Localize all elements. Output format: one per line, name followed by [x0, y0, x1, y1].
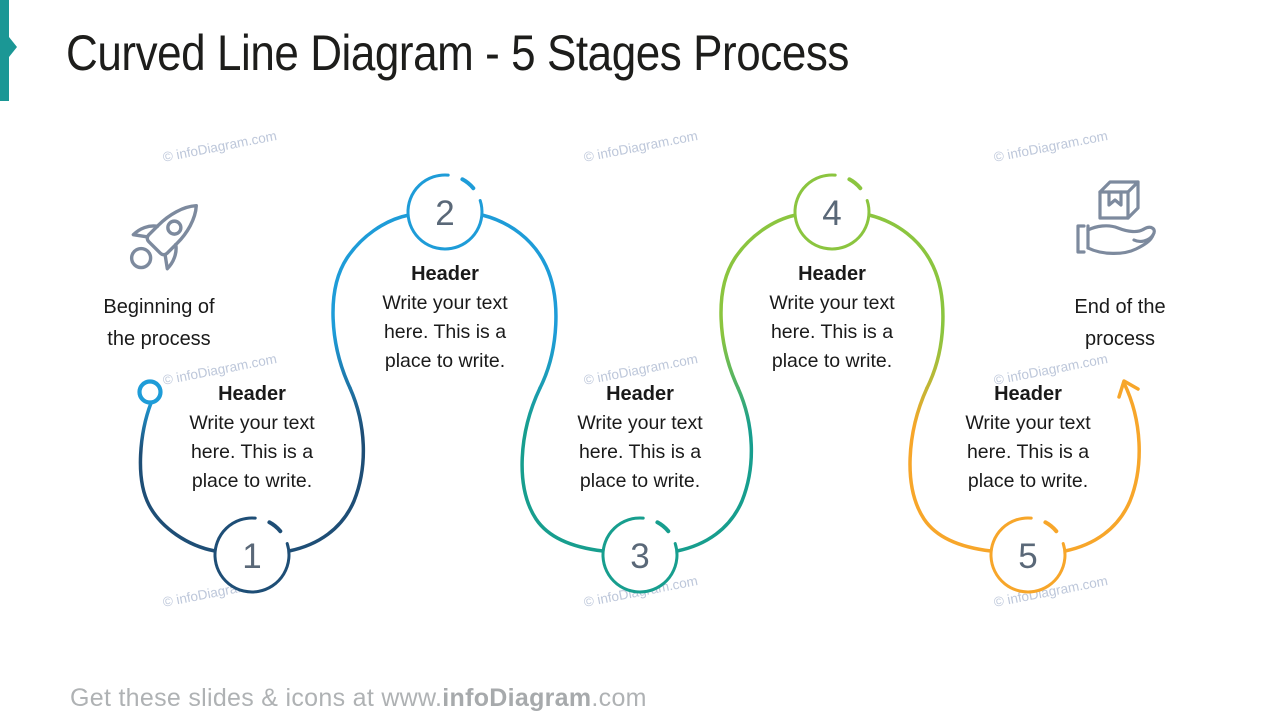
- curve-segment-4-left: [719, 213, 798, 390]
- stage-4-badge: 4: [793, 173, 871, 251]
- curve-segment-5-left: [908, 386, 993, 553]
- curve-segment-2-left: [331, 213, 411, 390]
- footer-suffix: .com: [591, 684, 647, 712]
- rocket-icon: [129, 204, 198, 271]
- stage-1-header: Header: [218, 383, 286, 405]
- stage-3-header: Header: [606, 383, 674, 405]
- stage-1-number: 1: [242, 537, 261, 576]
- stage-5-body: Write your text here. This is a place to…: [965, 412, 1091, 492]
- stage-3-body: Write your text here. This is a place to…: [577, 412, 703, 492]
- stage-1-badge: 1: [213, 516, 291, 594]
- stage-2-badge: 2: [406, 173, 484, 251]
- stage-4-body: Write your text here. This is a place to…: [769, 292, 895, 372]
- footer-prefix: Get these slides & icons at www.: [70, 684, 443, 712]
- stage-5-badge-dash: [1043, 520, 1059, 534]
- stage-5-badge-ring: [989, 516, 1067, 594]
- delivery-hand-icon: [1076, 180, 1156, 255]
- stage-2-badge-dash: [460, 177, 476, 191]
- stage-3-badge-ring: [601, 516, 679, 594]
- curve-segment-4-right: [867, 213, 945, 390]
- stage-4-badge-ring: [793, 173, 871, 251]
- footer-text: Get these slides & icons at www.infoDiag…: [70, 684, 647, 713]
- stage-2-body: Write your text here. This is a place to…: [382, 292, 508, 372]
- stage-4-number: 4: [822, 194, 841, 233]
- curve-segment-1-left: [138, 401, 217, 553]
- stage-2-badge-ring: [406, 173, 484, 251]
- stage-3-text: Header Write your text here. This is a p…: [545, 380, 735, 496]
- curve-segment-1-right: [287, 386, 366, 553]
- stage-5-text: Header Write your text here. This is a p…: [933, 380, 1123, 496]
- stage-5-number: 5: [1018, 537, 1037, 576]
- process-curve: [138, 213, 1141, 553]
- stage-3-number: 3: [630, 537, 649, 576]
- stage-4-badge-dash: [847, 177, 863, 191]
- stage-2-header: Header: [411, 263, 479, 285]
- arrow-head-icon: [1117, 379, 1140, 399]
- stage-5-header: Header: [994, 383, 1062, 405]
- curve-segment-3-left: [520, 386, 605, 553]
- footer-brand: infoDiagram: [442, 684, 592, 712]
- stage-5-badge: 5: [989, 516, 1067, 594]
- stage-3-badge: 3: [601, 516, 679, 594]
- start-marker-circle: [137, 379, 163, 405]
- stage-4-text: Header Write your text here. This is a p…: [737, 260, 927, 376]
- curve-segment-3-right: [675, 386, 754, 553]
- stage-1-badge-ring: [213, 516, 291, 594]
- stage-1-text: Header Write your text here. This is a p…: [157, 380, 347, 496]
- page-title: Curved Line Diagram - 5 Stages Process: [66, 25, 849, 81]
- end-label: End of the process: [1074, 296, 1166, 350]
- curve-segment-5-right: [1063, 381, 1141, 553]
- stage-1-body: Write your text here. This is a place to…: [189, 412, 315, 492]
- stage-2-number: 2: [435, 194, 454, 233]
- start-label: Beginning of the process: [103, 296, 215, 350]
- accent-arrow-icon: [9, 37, 17, 57]
- stage-3-badge-dash: [655, 520, 671, 534]
- stage-2-text: Header Write your text here. This is a p…: [350, 260, 540, 376]
- stage-4-header: Header: [798, 263, 866, 285]
- accent-bar: [0, 0, 9, 101]
- curve-segment-2-right: [480, 213, 558, 390]
- stage-1-badge-dash: [267, 520, 283, 534]
